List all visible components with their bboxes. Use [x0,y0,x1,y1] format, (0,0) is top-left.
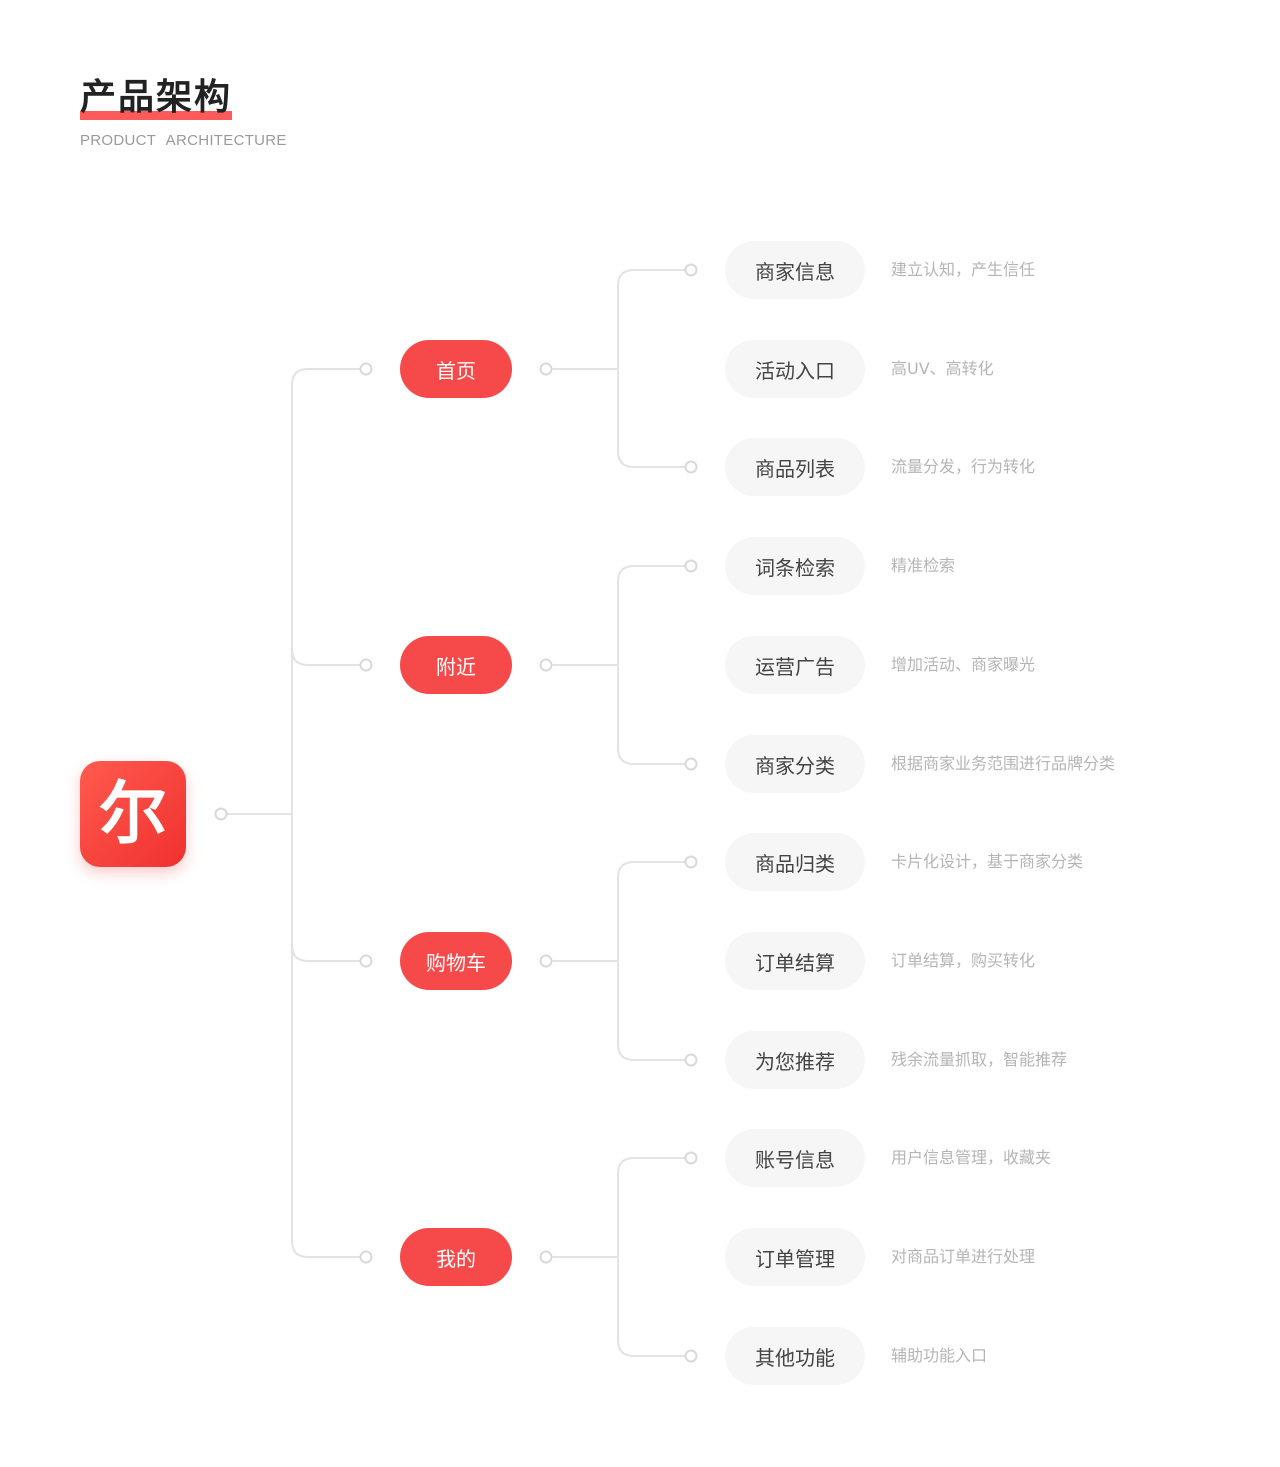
app-logo: 尔 [80,761,186,867]
level2-trunk [617,565,635,765]
level2-node: 商品列表 [725,438,865,496]
level2-branch-dot [684,559,698,573]
level2-branch-dot [684,1349,698,1363]
level2-description: 辅助功能入口 [891,1346,988,1365]
page-header: 产品架构 PRODUCT ARCHITECTURE [80,74,287,149]
app-logo-char: 尔 [98,774,167,854]
page-title-wrap: 产品架构 [80,74,233,122]
level2-description: 残余流量抓取，智能推荐 [891,1050,1068,1069]
level2-node: 商品归类 [725,833,865,891]
level1-branch-dot [359,362,373,376]
level2-description: 卡片化设计，基于商家分类 [891,852,1084,871]
level2-branch-dot [684,855,698,869]
level2-node: 商家信息 [725,241,865,299]
level2-node: 词条检索 [725,537,865,595]
level2-description: 高UV、高转化 [891,359,994,378]
level2-description: 建立认知，产生信任 [891,260,1036,279]
level1-node: 我的 [400,1228,512,1286]
level2-branch-dot [684,1053,698,1067]
level1-branch-dot [359,954,373,968]
level2-trunk [617,861,635,1061]
level2-node: 活动入口 [725,340,865,398]
level2-node: 订单结算 [725,932,865,990]
root-connector-dot [214,807,228,821]
level2-node: 订单管理 [725,1228,865,1286]
level2-description: 根据商家业务范围进行品牌分类 [891,754,1116,773]
level2-node: 为您推荐 [725,1031,865,1089]
level1-branch-dot [359,658,373,672]
level2-description: 用户信息管理，收藏夹 [891,1148,1052,1167]
page-subtitle: PRODUCT ARCHITECTURE [80,132,287,149]
level2-description: 流量分发，行为转化 [891,457,1036,476]
level1-out-dot [539,362,553,376]
level2-node: 账号信息 [725,1129,865,1187]
level2-branch-dot [684,460,698,474]
level1-branch-dot [359,1250,373,1264]
level2-node: 其他功能 [725,1327,865,1385]
level2-branch-dot [684,263,698,277]
level1-out-dot [539,1250,553,1264]
level2-branch-dot [684,757,698,771]
level2-description: 增加活动、商家曝光 [891,655,1036,674]
level1-trunk [291,368,309,1258]
level1-out-dot [539,658,553,672]
level1-branch-curve [291,937,309,962]
level2-node: 运营广告 [725,636,865,694]
level2-node: 商家分类 [725,735,865,793]
level1-branch-curve [291,641,309,666]
page-title: 产品架构 [80,77,233,118]
level2-description: 订单结算，购买转化 [891,951,1036,970]
level2-description: 对商品订单进行处理 [891,1247,1036,1266]
level1-node: 购物车 [400,932,512,990]
level2-trunk [617,1157,635,1357]
level1-node: 附近 [400,636,512,694]
title-underline [80,111,233,120]
level2-description: 精准检索 [891,556,956,575]
level1-node: 首页 [400,340,512,398]
level1-out-dot [539,954,553,968]
level2-trunk [617,269,635,468]
level2-branch-dot [684,1151,698,1165]
